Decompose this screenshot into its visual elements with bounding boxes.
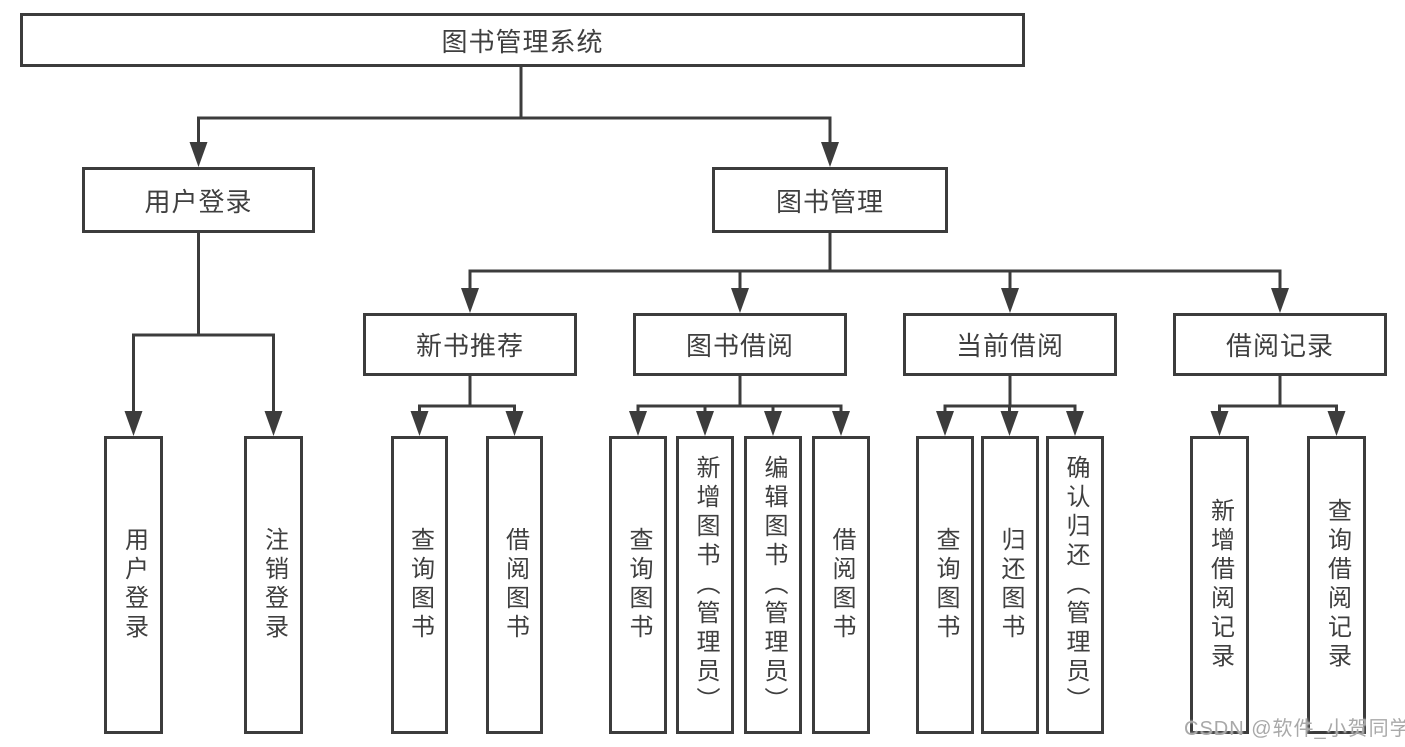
node-book-management: 图书管理 <box>712 167 948 233</box>
leaf-add-books-admin: 新增图书（管理员） <box>676 436 734 734</box>
leaf-logout: 注销登录 <box>244 436 303 734</box>
leaf-query-books-current: 查询图书 <box>916 436 974 734</box>
arrowhead-icons <box>124 142 1346 436</box>
leaf-return-books: 归还图书 <box>981 436 1039 734</box>
leaf-user-login: 用户登录 <box>104 436 163 734</box>
node-book-borrowing: 图书借阅 <box>633 313 847 376</box>
leaf-add-borrow-record: 新增借阅记录 <box>1190 436 1249 734</box>
leaf-borrow-books-borrowing: 借阅图书 <box>812 436 870 734</box>
leaf-query-borrow-record: 查询借阅记录 <box>1307 436 1366 734</box>
node-borrowing-records: 借阅记录 <box>1173 313 1387 376</box>
leaf-query-books-borrowing: 查询图书 <box>609 436 667 734</box>
leaf-confirm-return-admin: 确认归还（管理员） <box>1046 436 1104 734</box>
node-library-management-system: 图书管理系统 <box>20 13 1025 67</box>
leaf-edit-books-admin: 编辑图书（管理员） <box>744 436 802 734</box>
leaf-query-books-recommend: 查询图书 <box>391 436 448 734</box>
watermark: CSDN @软件_小贺同学 <box>1184 718 1405 740</box>
node-new-book-recommendation: 新书推荐 <box>363 313 577 376</box>
node-current-borrowing: 当前借阅 <box>903 313 1117 376</box>
leaf-borrow-books-recommend: 借阅图书 <box>486 436 543 734</box>
node-user-login: 用户登录 <box>82 167 315 233</box>
